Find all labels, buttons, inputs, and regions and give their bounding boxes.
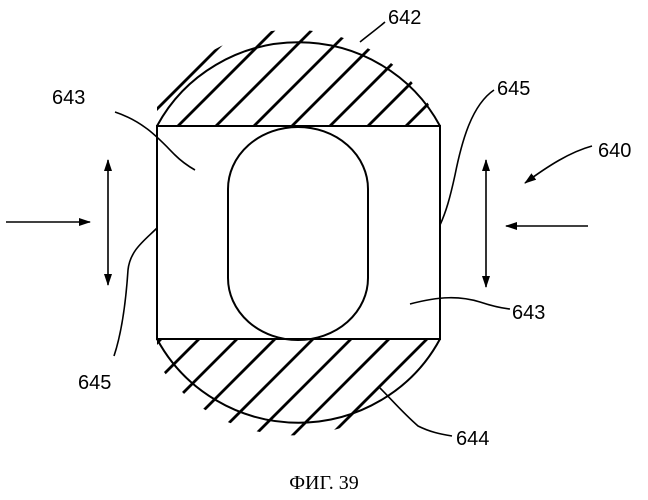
leader-645-lower xyxy=(114,228,157,356)
hatch-line-top xyxy=(402,0,532,130)
hatch-line-bottom xyxy=(554,335,648,440)
leader-644 xyxy=(380,388,452,436)
hatch-line-top xyxy=(212,0,342,130)
label-643-lower: 643 xyxy=(512,302,545,324)
hatch-line-top xyxy=(136,0,266,130)
label-644: 644 xyxy=(456,428,489,450)
central-opening xyxy=(228,127,368,340)
hatch-line-top xyxy=(478,0,608,130)
hatch-line-top xyxy=(98,0,228,130)
hatch-line-top xyxy=(60,0,190,130)
middle-band xyxy=(157,126,440,339)
label-643-upper: 643 xyxy=(52,87,85,109)
arrow-640 xyxy=(525,146,592,183)
label-642: 642 xyxy=(388,7,421,29)
label-645-upper: 645 xyxy=(497,78,530,100)
hatch-line-top xyxy=(364,0,494,130)
hatch-line-bottom xyxy=(592,335,648,440)
hatch-line-top xyxy=(250,0,380,130)
hatch-line-top xyxy=(554,0,648,130)
hatch-line-bottom xyxy=(402,335,507,440)
label-645-lower: 645 xyxy=(78,372,111,394)
hatch-line-top xyxy=(592,0,648,130)
label-640: 640 xyxy=(598,140,631,162)
figure-caption: ФИГ. 39 xyxy=(289,472,359,494)
hatch-line-top xyxy=(516,0,646,130)
hatch-line-bottom xyxy=(516,335,621,440)
top-hatched-segment xyxy=(60,0,648,130)
leader-642 xyxy=(360,22,385,42)
hatch-line-bottom xyxy=(440,335,545,440)
leader-643-lower xyxy=(410,298,510,309)
hatch-line-bottom xyxy=(478,335,583,440)
hatch-line-bottom xyxy=(60,335,165,440)
hatch-line-top xyxy=(440,0,570,130)
bottom-hatched-segment xyxy=(60,335,648,440)
hatch-line-top xyxy=(174,0,304,130)
